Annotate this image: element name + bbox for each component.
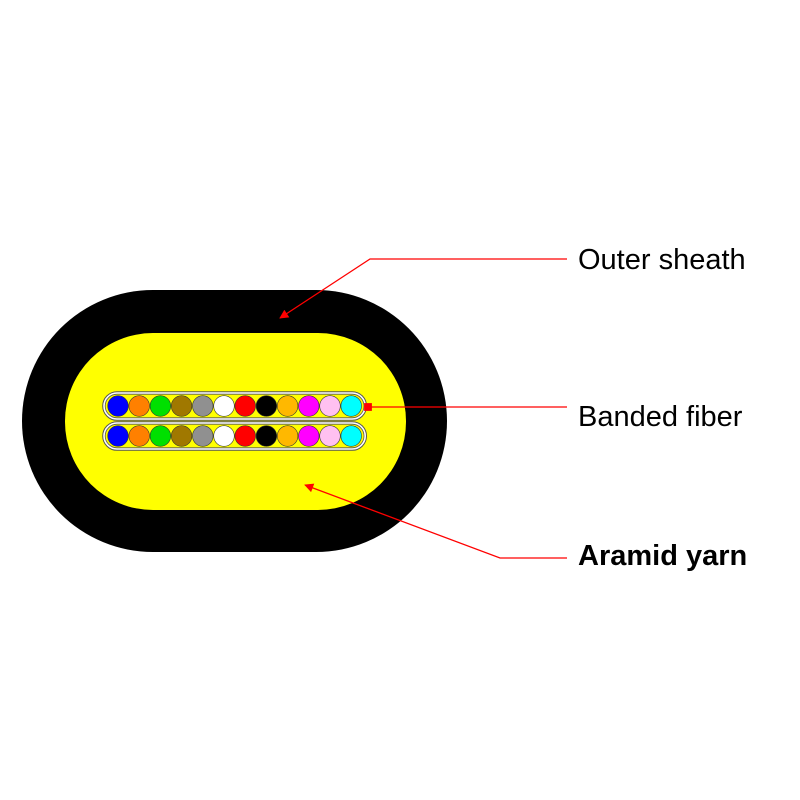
fiber-violet [298, 425, 320, 447]
fiber-rose [319, 425, 341, 447]
fiber-green [149, 395, 171, 417]
fiber-orange [128, 395, 150, 417]
outer-sheath-leader [279, 258, 567, 319]
fiber-yellow [277, 425, 299, 447]
fiber-gray [192, 395, 214, 417]
fiber-gray [192, 425, 214, 447]
banded-fiber-label: Banded fiber [578, 401, 743, 433]
banded-fiber-ribbons [102, 391, 367, 451]
fiber-violet [298, 395, 320, 417]
fiber-white [213, 425, 235, 447]
fiber-black [255, 395, 278, 417]
fiber-aqua [340, 395, 362, 417]
fiber-blue [107, 395, 129, 417]
aramid-yarn-label: Aramid yarn [578, 540, 747, 572]
fiber-black [255, 425, 278, 447]
fiber-red [234, 395, 256, 417]
fiber-white [213, 395, 235, 417]
fiber-aqua [340, 425, 362, 447]
fiber-orange [128, 425, 150, 447]
fiber-blue [107, 425, 129, 447]
fiber-yellow [277, 395, 299, 417]
fiber-brown [171, 425, 193, 447]
aramid-yarn-leader [304, 483, 567, 559]
outer-sheath-label: Outer sheath [578, 244, 746, 276]
fiber-red [234, 425, 256, 447]
fiber-rose [319, 395, 341, 417]
fiber-green [149, 425, 171, 447]
fiber-brown [171, 395, 193, 417]
